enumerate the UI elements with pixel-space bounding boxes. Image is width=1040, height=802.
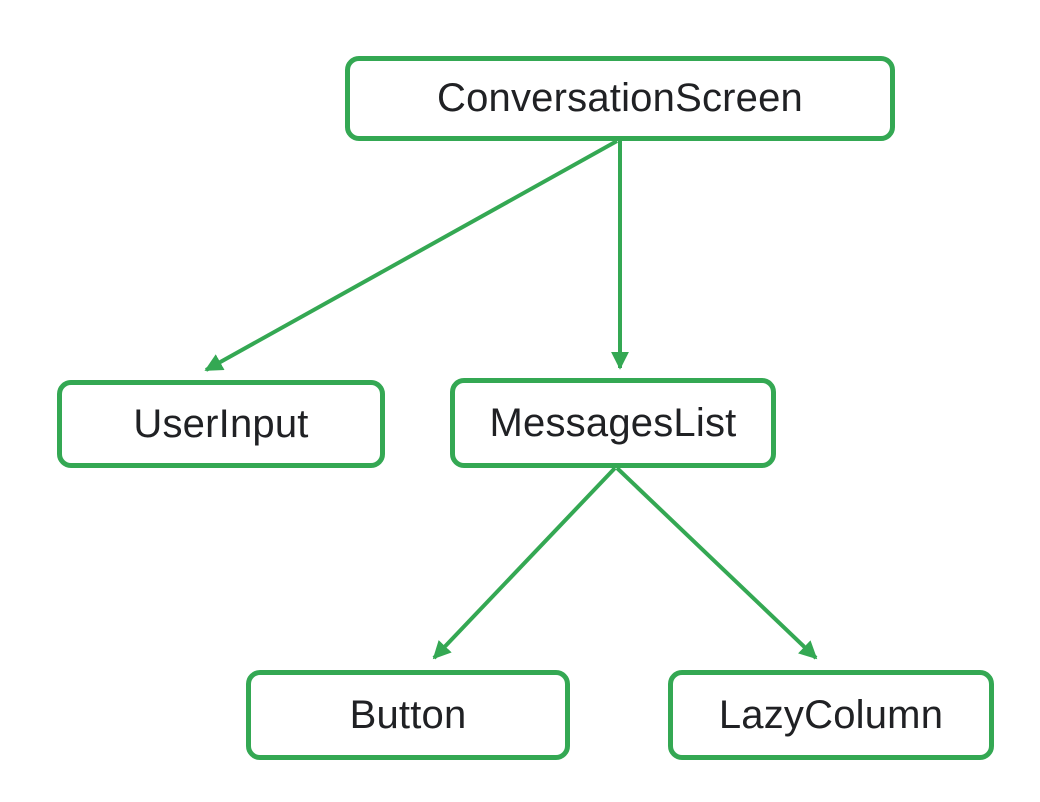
node-button: Button xyxy=(246,670,570,760)
edge-messageslist-lazycolumn xyxy=(615,466,818,660)
edge-messageslist-button xyxy=(432,466,617,660)
node-user-input: UserInput xyxy=(57,380,385,468)
edge-conversationscreen-userinput xyxy=(204,139,618,372)
node-messages-list: MessagesList xyxy=(450,378,776,468)
node-lazy-column: LazyColumn xyxy=(668,670,994,760)
node-conversation-screen: ConversationScreen xyxy=(345,56,895,141)
